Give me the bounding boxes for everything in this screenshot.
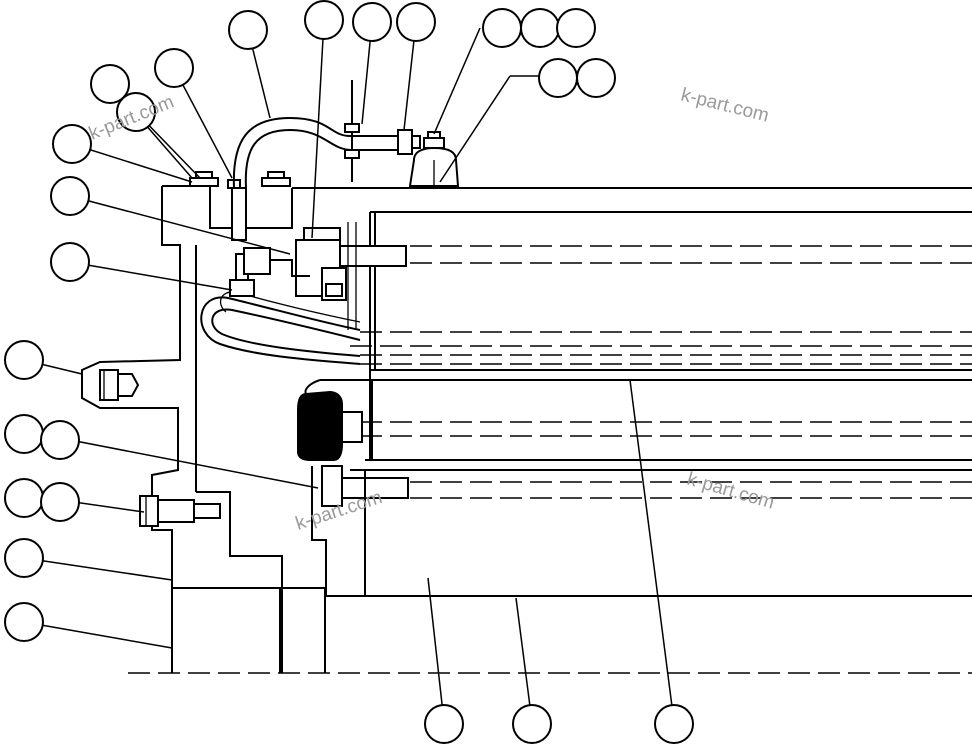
main-body — [292, 187, 972, 597]
callout-c16 — [4, 340, 44, 380]
callout-c6 — [520, 8, 560, 48]
callout-c10 — [154, 48, 194, 88]
watermark-4: k-part.com — [685, 469, 777, 514]
callout-c23 — [424, 704, 464, 744]
breather-valve — [408, 131, 460, 187]
callout-c7 — [556, 8, 596, 48]
callout-c21 — [4, 538, 44, 578]
wiring-loop — [200, 247, 361, 365]
hose — [232, 116, 421, 189]
callout-c12 — [116, 92, 156, 132]
callout-c24 — [512, 704, 552, 744]
callout-c4 — [396, 2, 436, 42]
flange-bolt — [139, 495, 221, 527]
callout-c2 — [304, 0, 344, 40]
callout-c15 — [50, 242, 90, 282]
lower-bolt — [311, 465, 409, 596]
watermark-2: k-part.com — [679, 84, 771, 126]
callout-c17 — [4, 414, 44, 454]
callout-c5 — [482, 8, 522, 48]
seal-ring — [297, 379, 373, 461]
callout-c14 — [50, 176, 90, 216]
callout-c18 — [40, 420, 80, 460]
callout-c13 — [52, 124, 92, 164]
hose-clip — [344, 80, 360, 182]
top-bolts — [189, 171, 291, 241]
callout-c3 — [352, 2, 392, 42]
callout-c8 — [538, 58, 578, 98]
callout-c11 — [90, 64, 130, 104]
callout-c22 — [4, 602, 44, 642]
callout-c20 — [40, 482, 80, 522]
dashed-lines — [128, 245, 972, 674]
callout-c9 — [576, 58, 616, 98]
callout-c19 — [4, 478, 44, 518]
callout-c1 — [228, 10, 268, 50]
callout-bubbles — [4, 0, 694, 744]
callout-c25 — [654, 704, 694, 744]
sensor-bracket — [295, 222, 407, 330]
